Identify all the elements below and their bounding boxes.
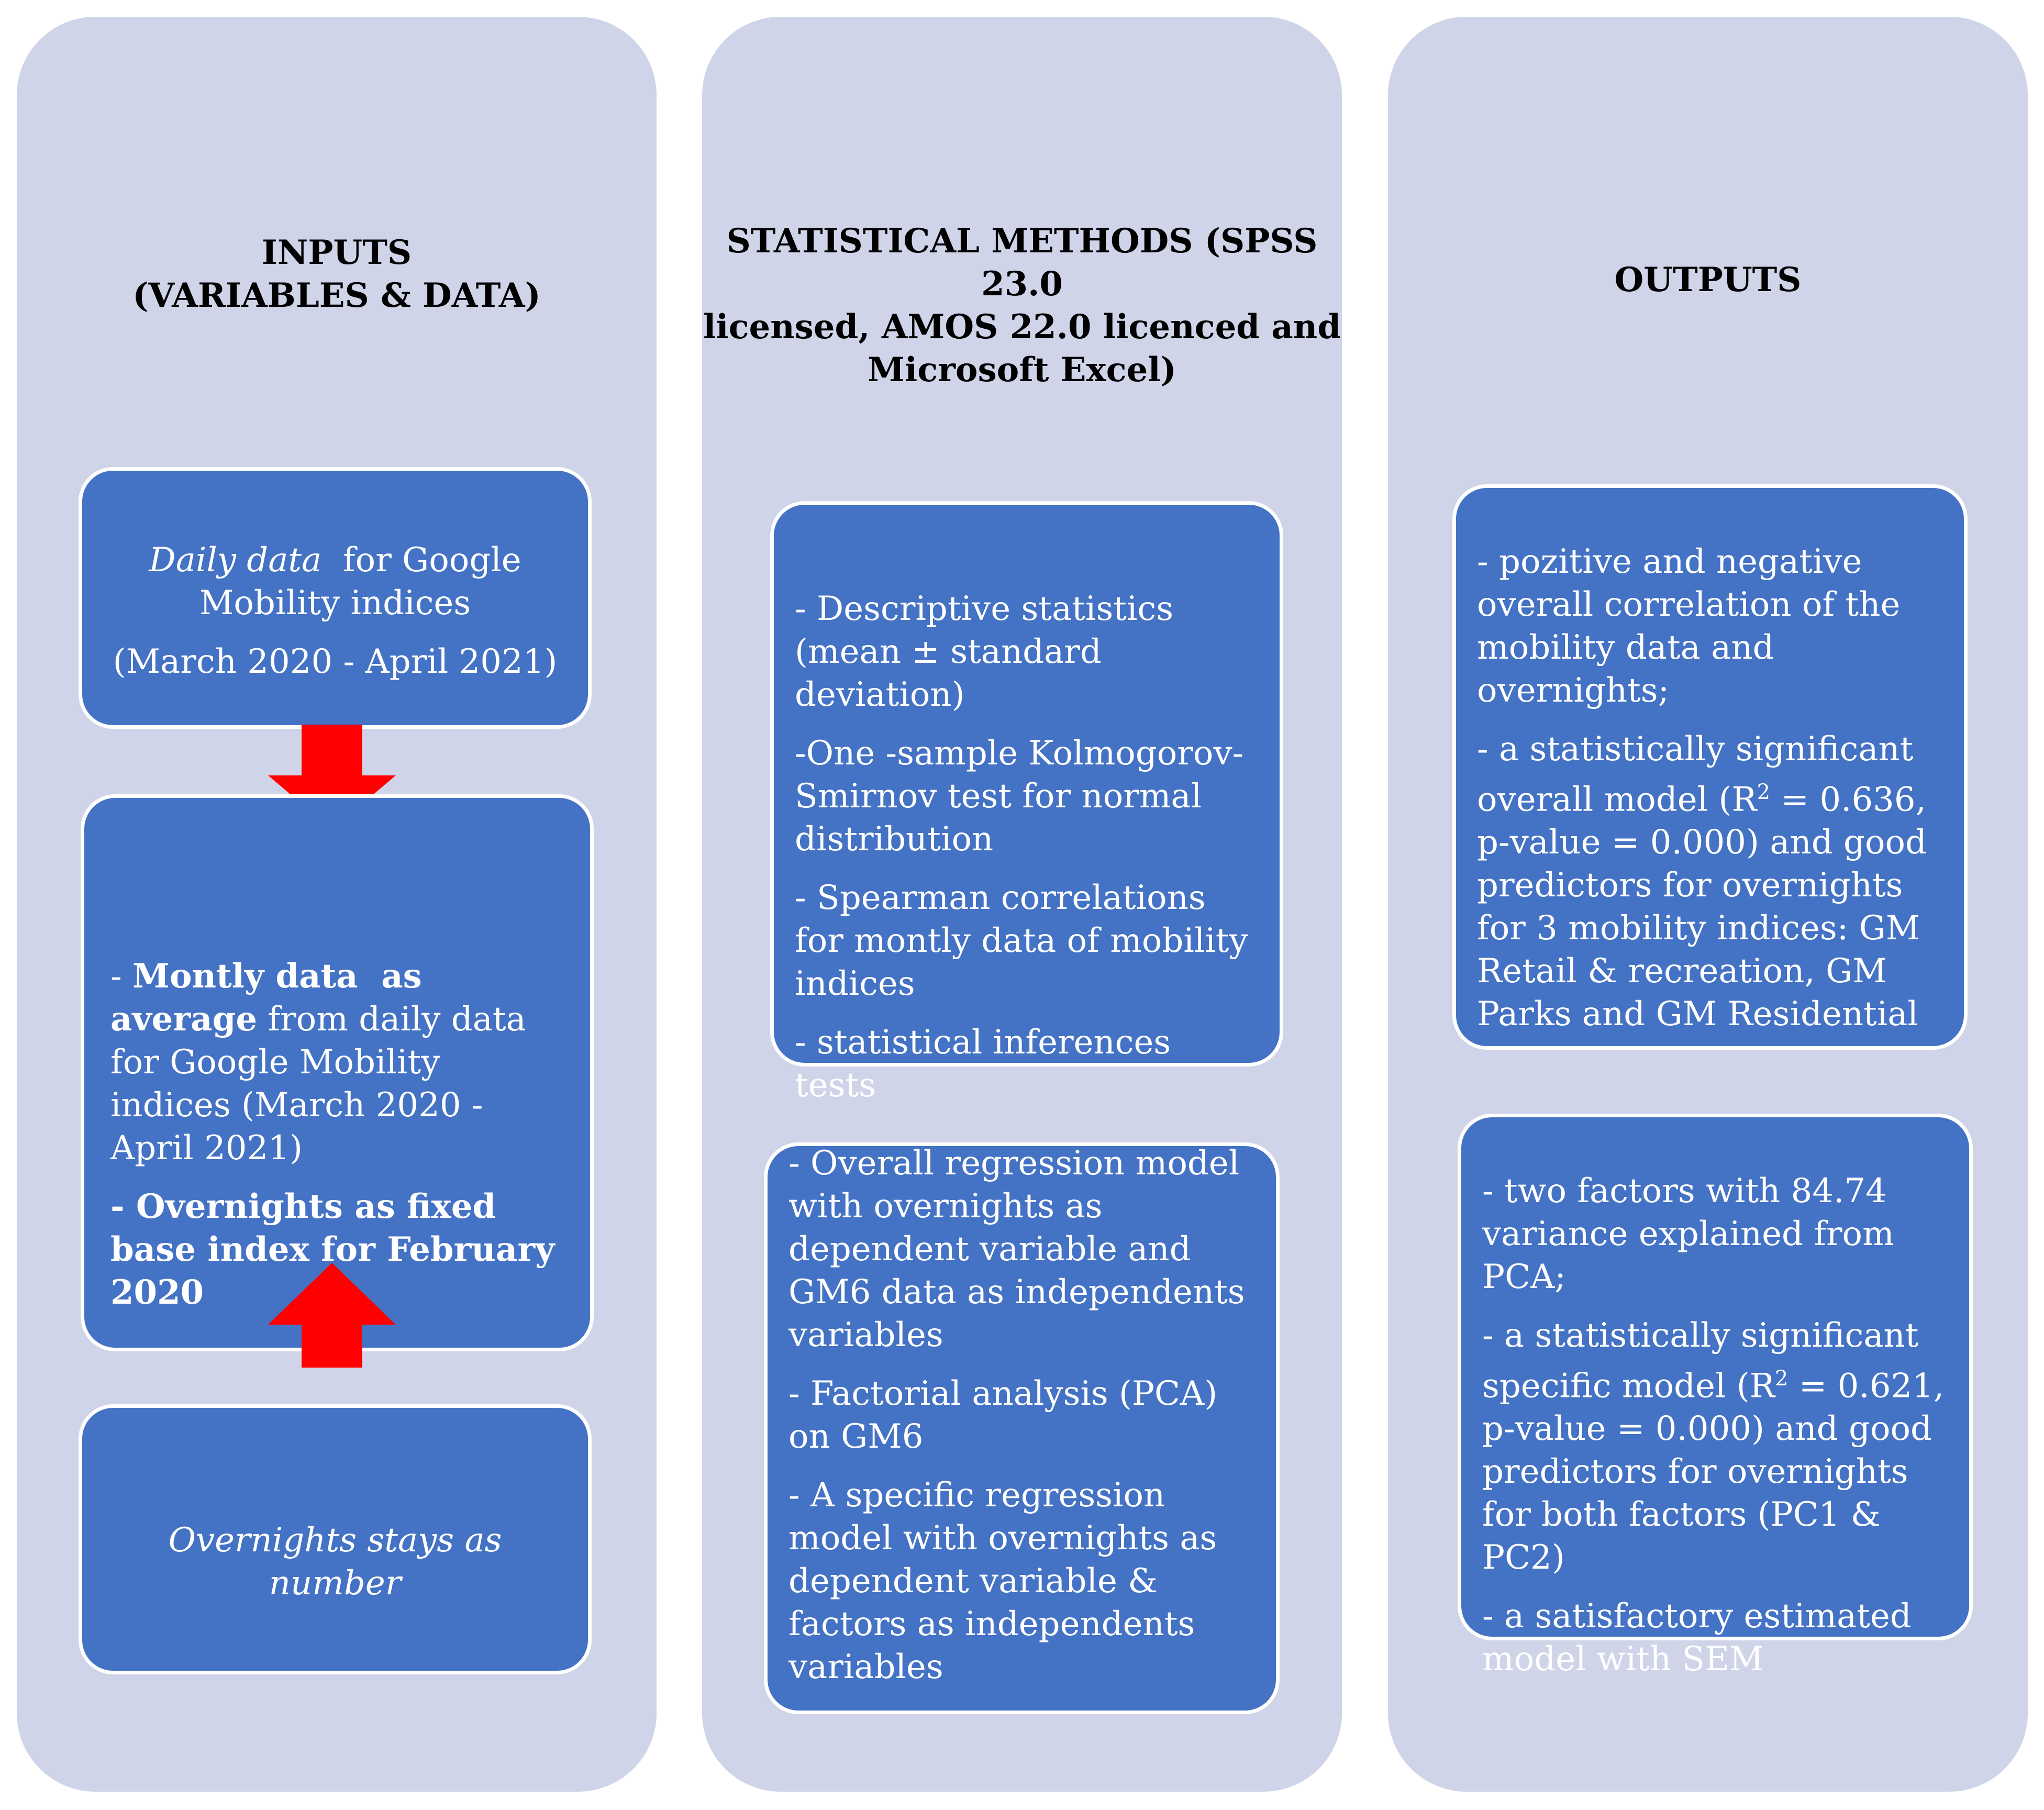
regression-methods-box: - Overall regression model with overnigh… bbox=[764, 1142, 1280, 1714]
correlation-outputs-box: - pozitive and negative overall correlat… bbox=[1452, 484, 1968, 1050]
outputs-panel: OUTPUTS - pozitive and negative overall … bbox=[1388, 17, 2028, 1792]
monthly-data-box: - Montly data as average from daily data… bbox=[81, 794, 594, 1351]
inputs-title: INPUTS (VARIABLES & DATA) bbox=[132, 233, 541, 315]
methods-title: STATISTICAL METHODS (SPSS 23.0 licensed,… bbox=[703, 221, 1341, 390]
overnights-box: Overnights stays as number bbox=[79, 1404, 592, 1674]
daily-data-box: Daily data for Google Mobility indices (… bbox=[79, 467, 592, 729]
up-arrow-icon bbox=[268, 1263, 396, 1368]
outputs-title: OUTPUTS bbox=[1614, 260, 1802, 299]
inputs-panel: INPUTS (VARIABLES & DATA) Daily data for… bbox=[17, 17, 657, 1792]
pca-outputs-box: - two factors with 84.74 variance explai… bbox=[1458, 1114, 1973, 1679]
down-arrow-icon bbox=[268, 725, 396, 829]
descriptive-methods-box: - Descriptive statistics (mean ± standar… bbox=[770, 501, 1283, 1105]
methods-panel: STATISTICAL METHODS (SPSS 23.0 licensed,… bbox=[702, 17, 1342, 1792]
